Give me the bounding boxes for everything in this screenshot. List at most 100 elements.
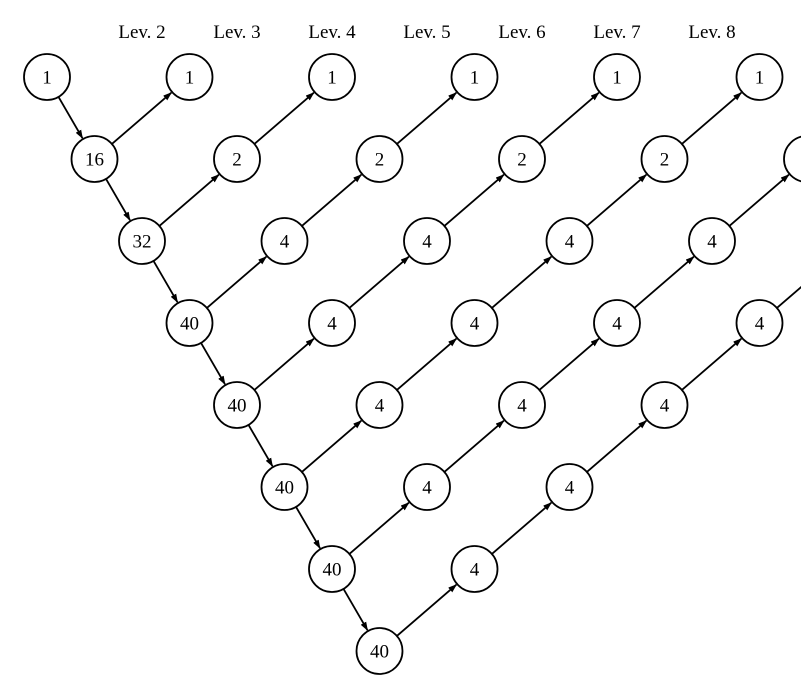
branch-edge <box>396 92 458 145</box>
node-value: 4 <box>422 232 432 253</box>
node-circle <box>165 299 214 347</box>
spine-edge <box>57 96 84 140</box>
level-label: Lev. 2 <box>118 22 165 43</box>
spine-node: 40 <box>308 545 356 593</box>
node-circle <box>23 53 71 101</box>
node-value: 16 <box>85 150 104 171</box>
spine-node: 16 <box>70 135 119 183</box>
spine-node: 40 <box>165 299 214 347</box>
node-value: 4 <box>660 396 670 417</box>
node-value: 2 <box>660 150 670 171</box>
node-value: 4 <box>422 478 432 499</box>
branch-node: 4 <box>355 381 404 429</box>
node-circle <box>213 135 261 183</box>
spine-edge <box>342 588 369 632</box>
node-circle <box>70 135 119 183</box>
node-circle <box>450 545 499 593</box>
node-circle <box>545 217 594 265</box>
branch-node: 4 <box>688 217 736 265</box>
level-label: Lev. 4 <box>308 22 356 43</box>
branch-edge <box>586 174 648 227</box>
branch-node: 4 <box>403 217 451 265</box>
node-circle <box>213 381 261 429</box>
node-value: 4 <box>517 396 527 417</box>
node-value: 40 <box>370 642 389 663</box>
level-label: Lev. 3 <box>213 22 260 43</box>
node-circle <box>735 299 784 347</box>
branch-edge <box>538 92 600 145</box>
spine-edge <box>200 342 226 386</box>
node-value: 40 <box>180 314 199 335</box>
node-value: 4 <box>565 478 575 499</box>
branch-node: 4 <box>308 299 356 347</box>
node-circle <box>498 381 546 429</box>
branch-edge <box>396 338 458 391</box>
node-value: 4 <box>375 396 385 417</box>
branch-node: 2 <box>783 135 801 183</box>
branch-node: 4 <box>260 217 309 265</box>
spine-edge <box>105 178 131 222</box>
branch-node: 1 <box>735 53 784 101</box>
node-value: 4 <box>470 314 480 335</box>
level-label: Lev. 7 <box>593 22 640 43</box>
node-value: 1 <box>327 68 337 89</box>
branch-edge <box>443 420 505 473</box>
node-value: 4 <box>707 232 717 253</box>
node-value: 4 <box>470 560 480 581</box>
branch-node: 1 <box>165 53 214 101</box>
branch-node: 2 <box>213 135 261 183</box>
node-value: 40 <box>323 560 342 581</box>
node-value: 1 <box>470 68 480 89</box>
branch-edge <box>681 338 743 391</box>
branch-node: 1 <box>593 53 641 101</box>
branch-edge <box>776 285 801 309</box>
branch-edge <box>301 420 363 473</box>
branch-node: 4 <box>545 463 594 511</box>
node-value: 2 <box>517 150 527 171</box>
node-circle <box>308 53 356 101</box>
node-value: 4 <box>565 232 575 253</box>
node-circle <box>118 217 166 265</box>
branch-edge <box>111 92 173 145</box>
node-value: 40 <box>228 396 247 417</box>
spine-node: 40 <box>213 381 261 429</box>
branch-node: 1 <box>450 53 499 101</box>
branch-edge <box>491 502 553 555</box>
branch-node: 4 <box>450 545 499 593</box>
edges <box>57 92 801 637</box>
branch-edge <box>396 584 458 637</box>
node-circle <box>593 53 641 101</box>
node-circle <box>688 217 736 265</box>
branch-edge <box>443 174 505 227</box>
spine-node: 1 <box>23 53 71 101</box>
node-value: 32 <box>133 232 152 253</box>
node-circle <box>640 381 689 429</box>
branch-node: 1 <box>308 53 356 101</box>
branch-edge <box>348 256 410 309</box>
node-circle <box>165 53 214 101</box>
spine-edge <box>295 506 321 550</box>
node-circle <box>450 53 499 101</box>
node-value: 1 <box>612 68 622 89</box>
spine-node: 40 <box>260 463 309 511</box>
node-circle <box>735 53 784 101</box>
level-label: Lev. 8 <box>688 22 735 43</box>
branch-edge <box>253 92 315 145</box>
branch-edge <box>301 174 363 227</box>
branch-node: 2 <box>498 135 546 183</box>
node-circle <box>260 217 309 265</box>
node-value: 2 <box>232 150 242 171</box>
branch-edge <box>206 256 268 309</box>
branch-edge <box>633 256 695 309</box>
node-circle <box>783 135 801 183</box>
level-label: Lev. 5 <box>403 22 450 43</box>
branch-node: 2 <box>355 135 404 183</box>
node-value: 2 <box>375 150 385 171</box>
node-value: 4 <box>280 232 290 253</box>
node-circle <box>308 299 356 347</box>
branch-edge <box>538 338 600 391</box>
node-circle <box>450 299 499 347</box>
spine-node: 32 <box>118 217 166 265</box>
branch-node: 4 <box>593 299 641 347</box>
